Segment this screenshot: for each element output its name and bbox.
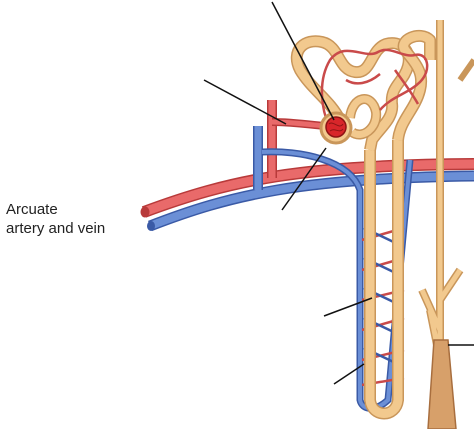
leader-line-efferent xyxy=(281,147,327,211)
leader-line-afferent xyxy=(203,79,287,125)
leader-lines xyxy=(203,1,474,385)
arcuate-label-line2: artery and vein xyxy=(6,220,106,237)
arcuate-vein-end xyxy=(147,221,155,231)
papillary-duct xyxy=(427,339,457,429)
arcuate-vein-fill xyxy=(148,172,474,230)
leader-line-vasa-recta xyxy=(323,297,373,317)
peritubular-network-top xyxy=(320,48,429,133)
peritubular-capillaries xyxy=(361,226,405,387)
leader-line-glomerulus xyxy=(271,1,335,121)
glomerulus xyxy=(325,116,347,138)
leader-line-loop xyxy=(333,363,365,385)
arcuate-artery-end xyxy=(140,206,150,218)
arcuate-label-line1: Arcuate xyxy=(6,201,58,218)
arcuate-label: Arcuate artery and vein xyxy=(6,200,156,238)
